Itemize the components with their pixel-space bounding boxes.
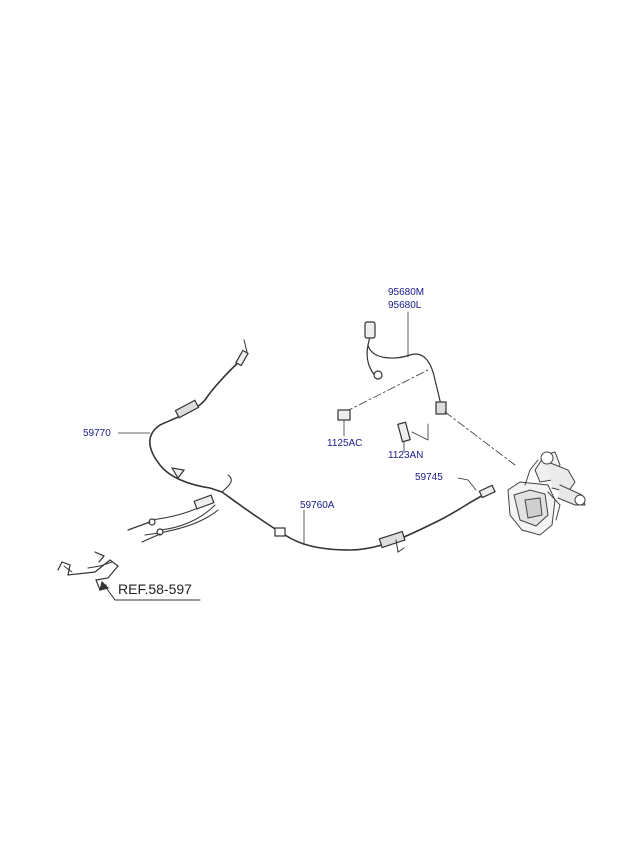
alignment-line (344, 369, 516, 466)
label-95680l: 95680L (388, 300, 422, 311)
label-95680m: 95680M (388, 287, 425, 298)
ref-label: REF.58-597 (118, 581, 192, 597)
cable-clamp (170, 467, 186, 480)
cable-59770 (149, 354, 247, 493)
label-1125ac: 1125AC (327, 438, 363, 449)
brake-caliper-assembly (507, 451, 586, 536)
cable-59770-end (243, 339, 248, 353)
label-1123an: 1123AN (388, 450, 424, 461)
label-59760a: 59760A (300, 500, 335, 511)
bolt-1125ac (337, 409, 351, 437)
cable-59770-sleeve (174, 399, 200, 419)
label-59745: 59745 (415, 472, 443, 483)
lever-assembly (57, 559, 119, 591)
cable-59760a (221, 491, 491, 551)
label-59770: 59770 (83, 428, 111, 439)
bolt-1123an (397, 421, 429, 453)
speed-sensor-wire (366, 327, 443, 411)
